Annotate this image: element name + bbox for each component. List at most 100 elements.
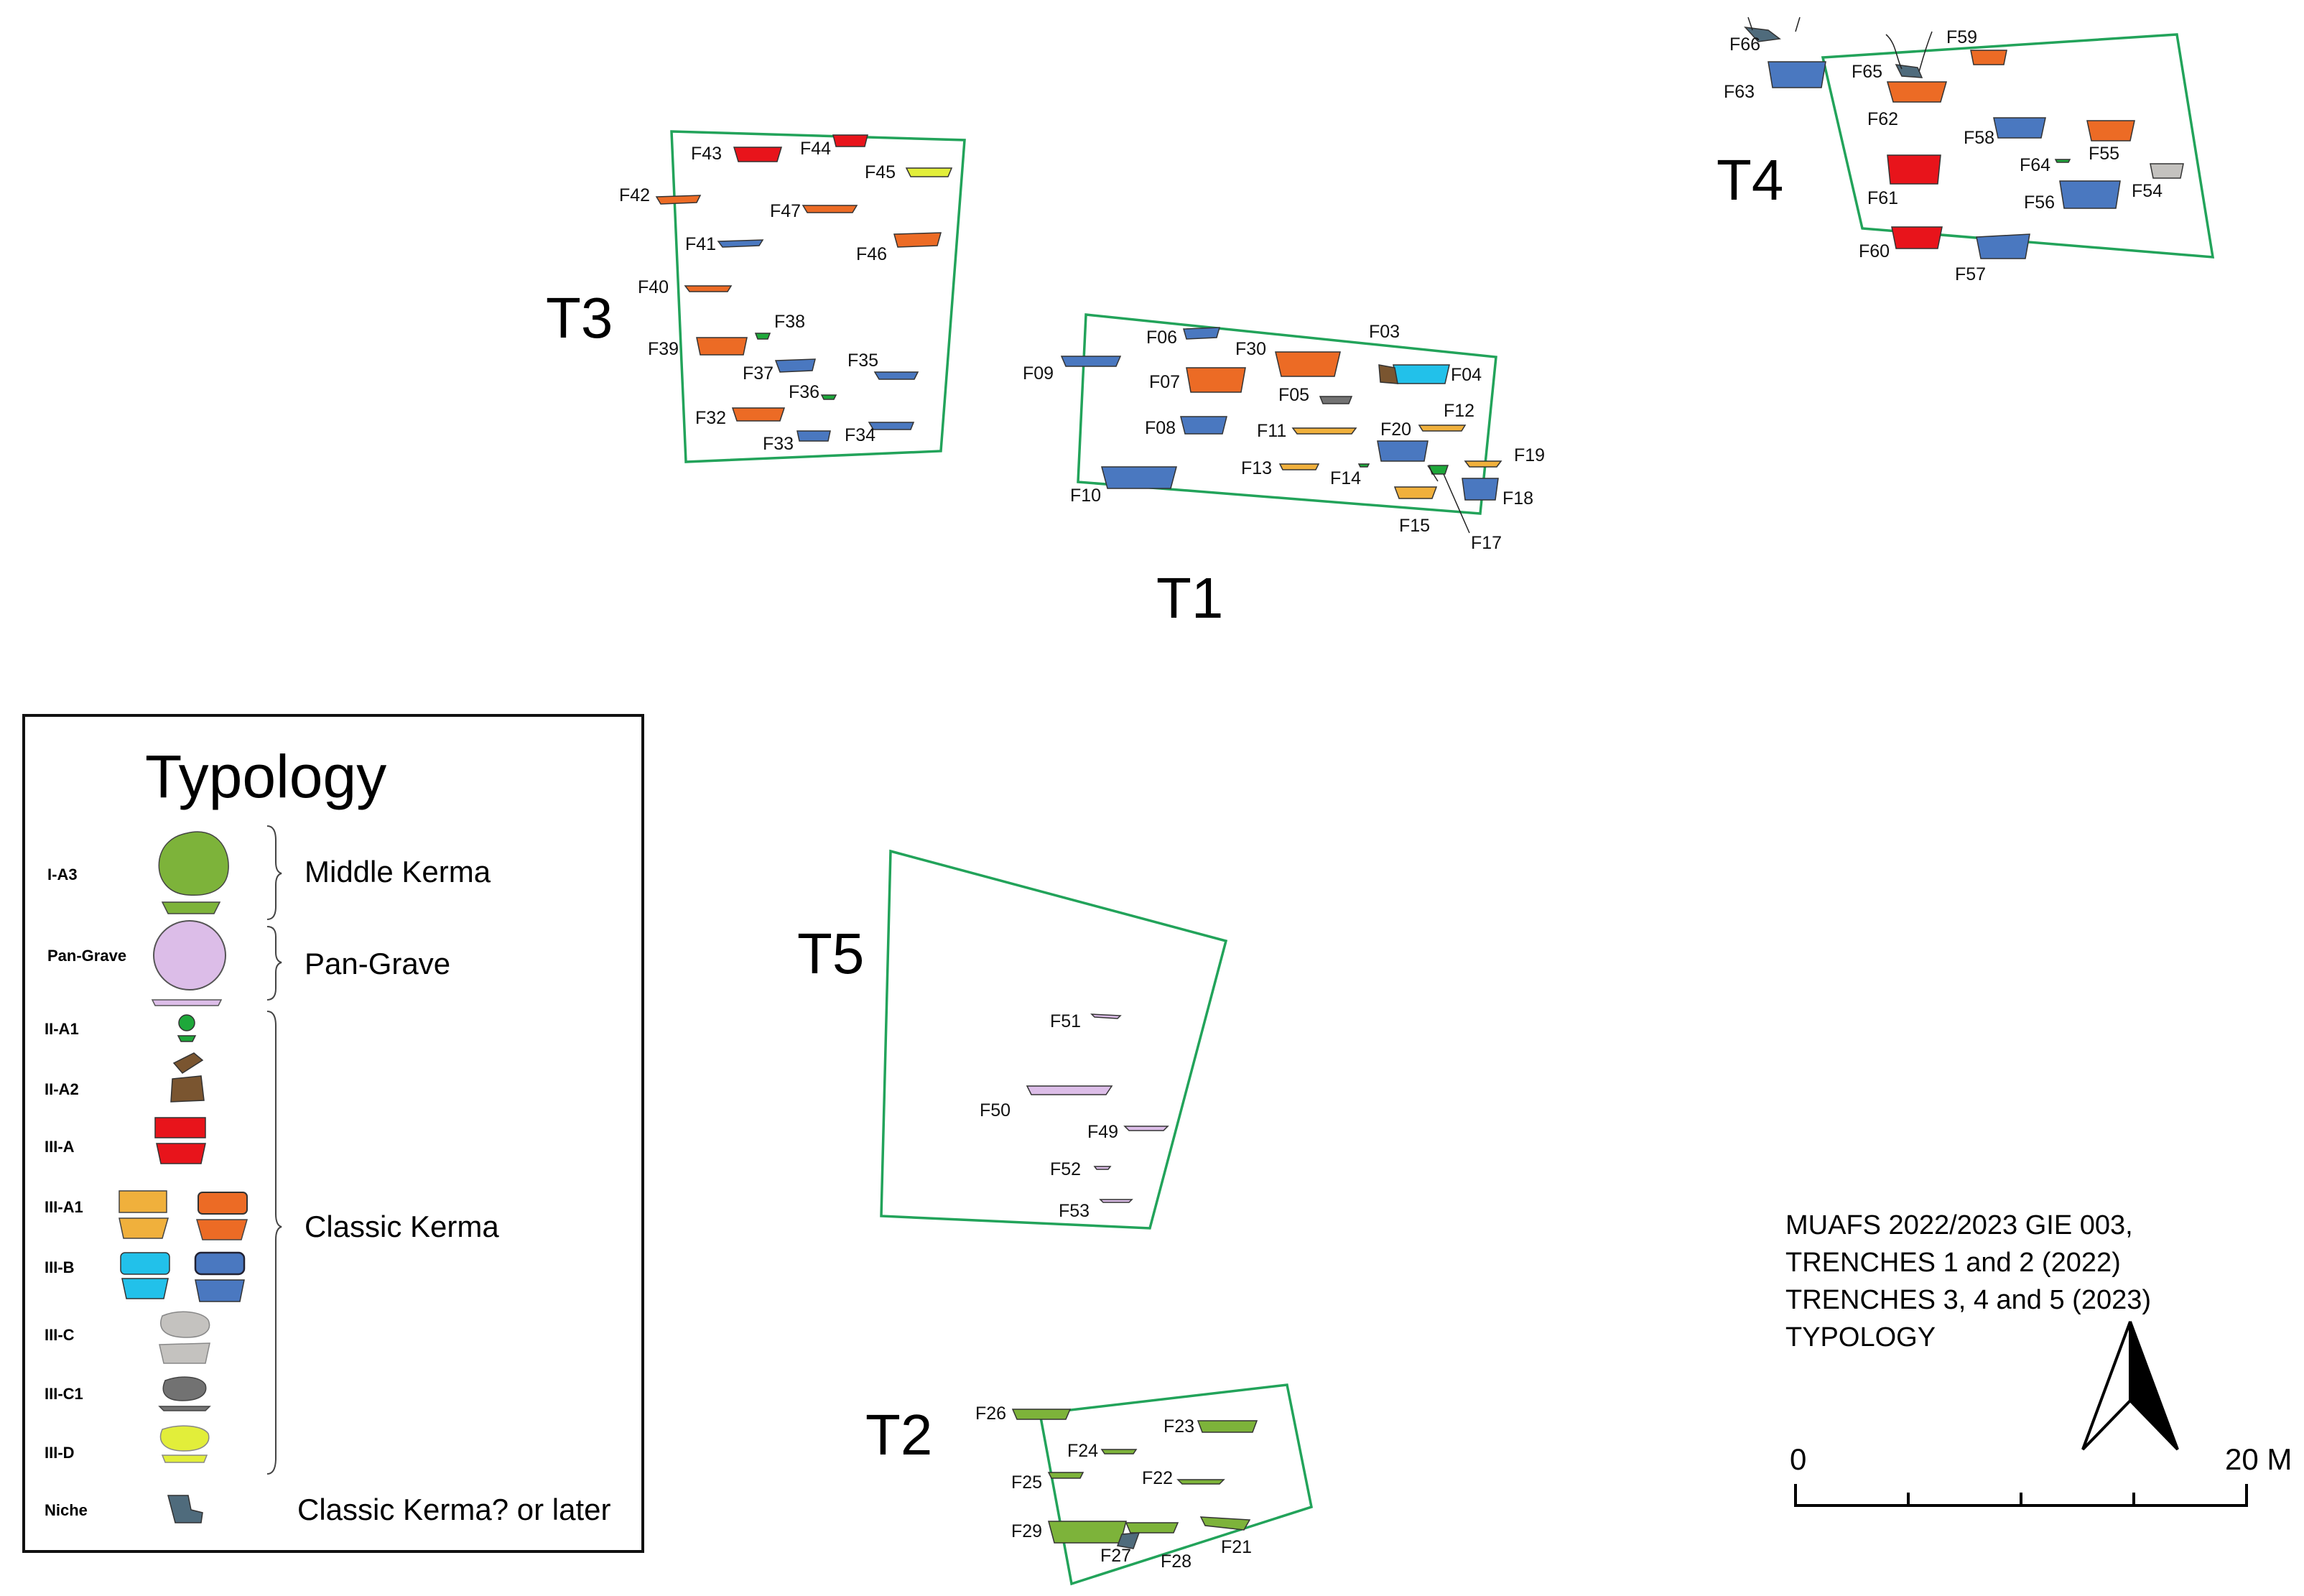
feature-label-f40: F40 bbox=[638, 277, 669, 297]
feature-label-f50: F50 bbox=[980, 1100, 1011, 1121]
feature-label-f03: F03 bbox=[1369, 322, 1400, 342]
scale-bar: 0 20 M bbox=[1790, 1442, 2292, 1507]
feature-f13-shape bbox=[1278, 463, 1320, 470]
feature-f64-shape bbox=[2054, 159, 2071, 163]
legend-swatch-iii-a1-section-a bbox=[119, 1217, 169, 1239]
legend-code-iii-d: III-D bbox=[45, 1444, 75, 1462]
feature-f59-shape bbox=[1970, 50, 2007, 65]
feature-label-f14: F14 bbox=[1330, 468, 1361, 488]
legend-group-classic-kerma: Classic Kerma bbox=[305, 1210, 499, 1243]
trench-label-t2: T2 bbox=[865, 1403, 932, 1467]
feature-f52-shape bbox=[1093, 1166, 1112, 1170]
feature-label-f18: F18 bbox=[1502, 488, 1533, 509]
feature-f04-shape bbox=[1393, 364, 1450, 384]
legend-swatch-pan-grave-section bbox=[151, 999, 223, 1006]
feature-f09-shape bbox=[1060, 356, 1122, 367]
legend-swatch-i-a3-plan bbox=[158, 831, 229, 896]
feature-label-f59: F59 bbox=[1946, 27, 1977, 47]
map-title-line-4: TYPOLOGY bbox=[1785, 1322, 1936, 1353]
feature-label-f30: F30 bbox=[1235, 339, 1266, 359]
feature-label-f54: F54 bbox=[2132, 181, 2163, 201]
legend-code-ii-a1: II-A1 bbox=[45, 1020, 79, 1038]
feature-f47-shape bbox=[802, 205, 858, 213]
feature-label-f21: F21 bbox=[1221, 1537, 1252, 1557]
feature-label-f26: F26 bbox=[975, 1404, 1006, 1424]
trench-label-t4: T4 bbox=[1717, 148, 1783, 212]
legend-swatch-iii-b-section-b bbox=[195, 1279, 245, 1302]
feature-f40-shape bbox=[684, 285, 733, 292]
legend-swatch-pan-grave-plan bbox=[153, 920, 226, 990]
feature-f05-shape bbox=[1319, 396, 1353, 404]
feature-label-f38: F38 bbox=[774, 312, 805, 332]
trench-label-t5: T5 bbox=[797, 922, 864, 985]
feature-f55-shape bbox=[2086, 120, 2135, 141]
map-title-block: MUAFS 2022/2023 GIE 003, TRENCHES 1 and … bbox=[1785, 1210, 2151, 1353]
legend-swatch-iii-b-plan-b bbox=[194, 1251, 246, 1276]
feature-label-f11: F11 bbox=[1257, 421, 1286, 441]
feature-f06-shape bbox=[1183, 327, 1221, 340]
legend-swatch-niche bbox=[167, 1495, 203, 1523]
feature-label-f27: F27 bbox=[1100, 1546, 1131, 1566]
feature-f27-shape bbox=[1116, 1532, 1141, 1549]
feature-label-f65: F65 bbox=[1852, 62, 1882, 82]
feature-f10-shape bbox=[1101, 466, 1177, 489]
feature-label-f64: F64 bbox=[2020, 155, 2050, 175]
brace-classic-kerma bbox=[266, 1011, 282, 1475]
scale-bar-end-label: 20 M bbox=[2225, 1442, 2292, 1476]
legend-frame bbox=[22, 714, 644, 1553]
legend-swatch-i-a3-section bbox=[161, 901, 221, 914]
feature-f34-shape bbox=[868, 422, 915, 430]
feature-f43-shape bbox=[733, 147, 783, 162]
feature-label-f61: F61 bbox=[1867, 188, 1898, 208]
legend-swatch-ii-a2-section bbox=[170, 1075, 205, 1103]
feature-f33-shape bbox=[796, 430, 831, 442]
legend-swatch-iii-b-section-a bbox=[121, 1278, 169, 1299]
feature-label-f15: F15 bbox=[1399, 516, 1430, 536]
feature-label-f63: F63 bbox=[1724, 82, 1755, 102]
legend-code-iii-a1: III-A1 bbox=[45, 1198, 83, 1216]
feature-label-f56: F56 bbox=[2024, 192, 2055, 213]
feature-label-f09: F09 bbox=[1023, 363, 1054, 384]
feature-label-f17: F17 bbox=[1471, 533, 1502, 553]
feature-f28-shape bbox=[1125, 1522, 1179, 1534]
feature-f03-shape bbox=[1378, 364, 1398, 384]
feature-f26-shape bbox=[1011, 1409, 1072, 1420]
brace-middle-kerma bbox=[266, 825, 282, 920]
feature-f08-shape bbox=[1180, 416, 1227, 435]
legend-swatch-iii-c-plan bbox=[160, 1311, 210, 1338]
legend-code-ii-a2: II-A2 bbox=[45, 1080, 79, 1098]
feature-label-f53: F53 bbox=[1059, 1201, 1090, 1221]
feature-label-f22: F22 bbox=[1142, 1468, 1173, 1488]
legend-swatch-iii-a-plan bbox=[154, 1117, 206, 1138]
feature-shapes bbox=[655, 27, 2184, 1549]
feature-f60-shape bbox=[1891, 226, 1943, 249]
feature-f35-shape bbox=[873, 371, 919, 380]
feature-f36-shape bbox=[820, 394, 837, 400]
feature-f22-shape bbox=[1176, 1479, 1225, 1485]
legend-swatch-iii-a1-section-b bbox=[196, 1219, 248, 1240]
feature-label-f39: F39 bbox=[648, 339, 679, 359]
feature-f54-shape bbox=[2150, 163, 2184, 179]
feature-f37-shape bbox=[774, 358, 816, 373]
feature-label-f34: F34 bbox=[845, 425, 875, 445]
feature-label-f57: F57 bbox=[1955, 264, 1986, 284]
legend-swatch-ii-a1-plan bbox=[178, 1014, 195, 1031]
legend-braces bbox=[266, 825, 282, 1475]
feature-label-f51: F51 bbox=[1050, 1011, 1081, 1031]
legend-group-pan-grave: Pan-Grave bbox=[305, 947, 450, 980]
feature-f18-shape bbox=[1462, 478, 1499, 501]
feature-label-f52: F52 bbox=[1050, 1159, 1081, 1179]
trench-t5-outline bbox=[880, 849, 1228, 1230]
feature-label-f05: F05 bbox=[1278, 385, 1309, 405]
feature-label-f49: F49 bbox=[1087, 1122, 1118, 1142]
feature-label-f24: F24 bbox=[1067, 1441, 1098, 1461]
legend-swatch-iii-c1-section bbox=[158, 1406, 211, 1411]
legend-code-niche: Niche bbox=[45, 1501, 88, 1519]
feature-f19-shape bbox=[1464, 460, 1502, 468]
feature-label-f60: F60 bbox=[1859, 241, 1890, 261]
feature-label-f43: F43 bbox=[691, 144, 722, 164]
legend-swatch-iii-c-section bbox=[159, 1342, 210, 1364]
feature-label-f25: F25 bbox=[1011, 1472, 1042, 1493]
feature-f30-shape bbox=[1275, 351, 1341, 377]
